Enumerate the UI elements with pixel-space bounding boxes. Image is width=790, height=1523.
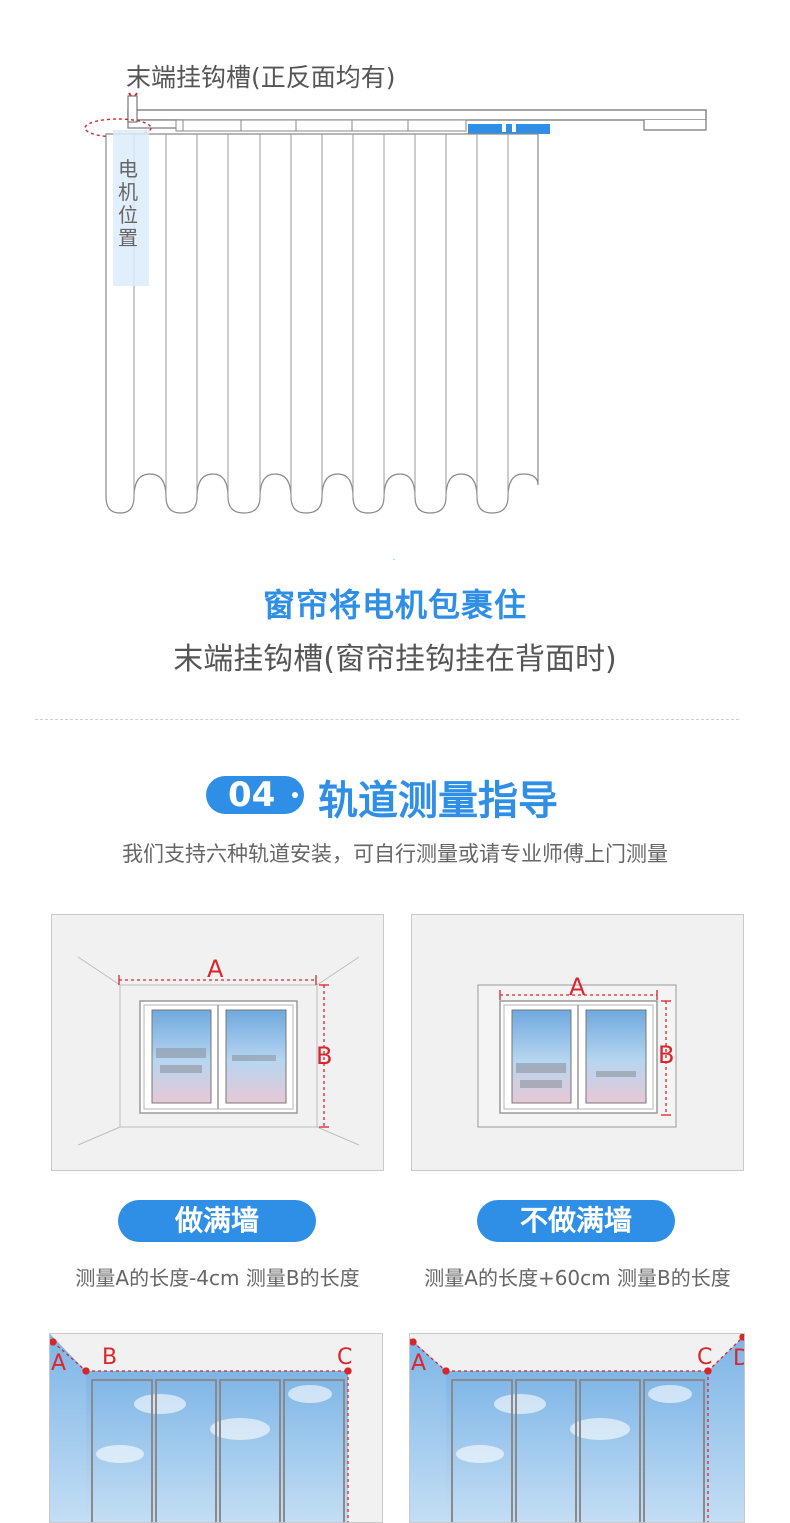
section-divider (35, 719, 739, 720)
measure-a-label: A (569, 973, 586, 1001)
motor-position-strip (113, 130, 149, 286)
partial-wall-diagram: A B (411, 914, 744, 1171)
measure-b-label: B (316, 1042, 333, 1070)
partial-wall-caption: 测量A的长度+60cm 测量B的长度 (424, 1266, 731, 1290)
end-hook-slot-label: 末端挂钩槽(正反面均有) (126, 63, 396, 92)
point-a-label: A (411, 1351, 427, 1376)
point-a-label: A (51, 1351, 67, 1376)
dot-icon (292, 792, 298, 798)
point-c-label: C (337, 1345, 353, 1370)
measure-a-label: A (207, 955, 224, 983)
curtain-track-diagram (84, 92, 707, 560)
track-rail (127, 109, 707, 121)
section-title: 轨道测量指导 (318, 778, 558, 824)
full-wall-diagram: A B (51, 914, 384, 1171)
point-b-label: B (102, 1345, 118, 1370)
section-number-badge: 04 (206, 775, 304, 815)
motor-bar (468, 124, 550, 134)
wrap-subtitle: 末端挂钩槽(窗帘挂钩挂在背面时) (173, 642, 617, 677)
motor-position-label: 电机位置 (118, 157, 138, 250)
full-wall-caption: 测量A的长度-4cm 测量B的长度 (75, 1266, 360, 1290)
section-number: 04 (228, 775, 276, 815)
bay-window-diagram-1: A B C (49, 1333, 383, 1523)
point-d-label: D (733, 1346, 744, 1371)
point-c-label: C (697, 1345, 713, 1370)
section-description: 我们支持六种轨道安装，可自行测量或请专业师傅上门测量 (122, 842, 668, 866)
wrap-title: 窗帘将电机包裹住 (262, 586, 527, 624)
bay-window-diagram-2: A C D (409, 1333, 745, 1523)
partial-wall-pill: 不做满墙 (477, 1200, 675, 1242)
measure-b-label: B (658, 1041, 675, 1069)
full-wall-pill: 做满墙 (118, 1200, 316, 1242)
